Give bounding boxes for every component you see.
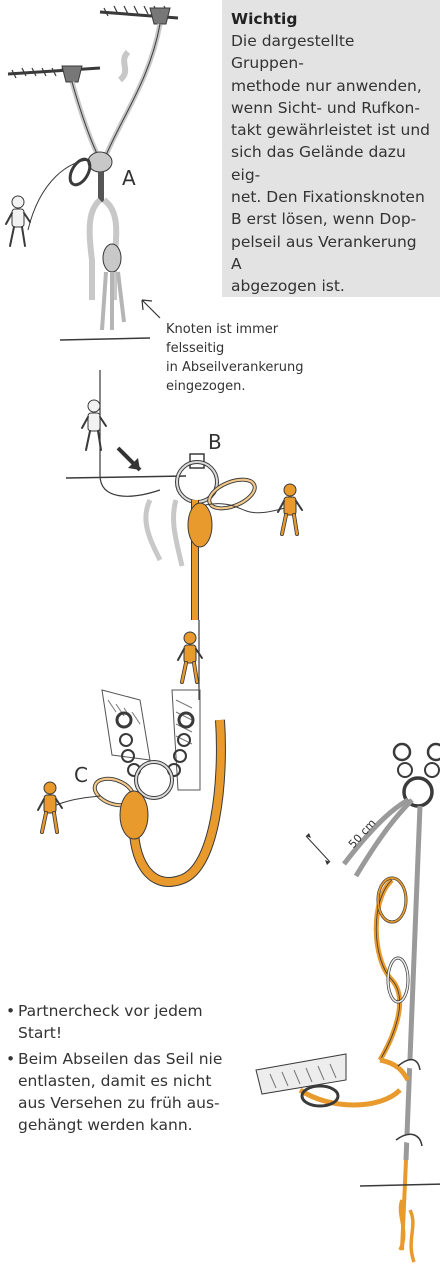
pointer-arrow [142,300,160,318]
important-note-line: pelseil aus Verankerung A [231,231,432,276]
important-note-line: methode nur anwenden, [231,75,432,97]
important-note-line: net. Den Fixationsknoten [231,186,432,208]
knot-annotation-line: in Abseilverankerung [166,358,326,377]
knot-annotation-line: Knoten ist immer felsseitig [166,320,326,358]
anchor-a [6,6,178,340]
knot-annotation: Knoten ist immer felsseitig in Abseilver… [166,320,326,396]
anchor-b [66,370,302,700]
important-note-text: Die dargestellte Gruppen- methode nur an… [231,30,432,298]
tip-item: Beim Abseilen das Seil nie entlasten, da… [6,1048,242,1136]
important-note-line: wenn Sicht- und Rufkon- [231,97,432,119]
label-anchor-c: C [74,763,88,787]
tips-list: Partnercheck vor jedem Start! Beim Absei… [6,1000,242,1140]
label-anchor-a: A [122,166,136,190]
tip-item: Partnercheck vor jedem Start! [6,1000,242,1044]
important-note-title: Wichtig [231,8,432,30]
anchor-c [38,690,221,882]
label-anchor-b: B [208,430,222,454]
important-note-box: Wichtig Die dargestellte Gruppen- method… [222,0,440,297]
important-note-line: B erst lösen, wenn Dop- [231,208,432,230]
rappel-detail [256,744,440,1262]
important-note-line: takt gewährleistet ist und [231,119,432,141]
important-note-line: sich das Gelände dazu eig- [231,141,432,186]
important-note-line: Die dargestellte Gruppen- [231,30,432,75]
important-note-line: abgezogen ist. [231,275,432,297]
knot-annotation-line: eingezogen. [166,377,326,396]
